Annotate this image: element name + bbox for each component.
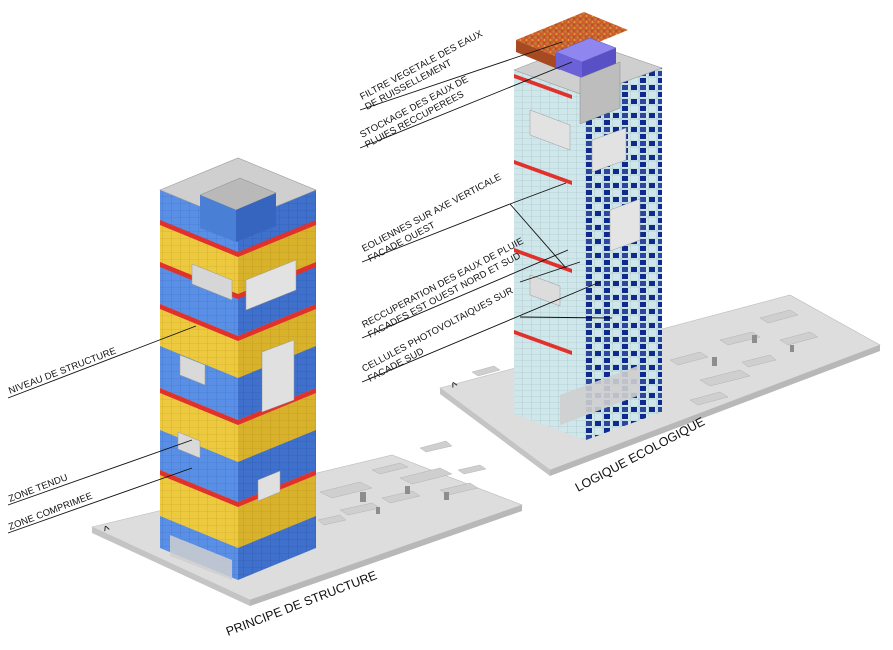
label-structure-level: NIVEAU DE STRUCTURE [7, 346, 118, 397]
north-arrow-structure: ^ [102, 523, 113, 538]
leader-wind-turbines [361, 203, 511, 263]
leader-rain-recovery-b [519, 261, 581, 283]
ecology-tower-group [439, 12, 881, 476]
structure-ground-edge [92, 527, 250, 606]
leader-wind-turbines-a [509, 182, 567, 205]
ecology-site-shadows [712, 335, 794, 366]
leader-wind-turbines-b [509, 203, 567, 269]
rain-storage-tank-right [582, 48, 616, 78]
leader-photovoltaic-b [519, 316, 613, 319]
label-wind-turbines-line1: EOLIENNES SUR AXE VERTICALE [360, 172, 503, 255]
ecology-ground-edge [440, 388, 550, 476]
ecology-ground-edge-right [550, 345, 880, 476]
ecology-voids [529, 109, 641, 425]
leader-structure-level [7, 325, 197, 399]
green-roof-filter [516, 12, 628, 58]
structure-tower-group [91, 157, 523, 606]
rain-storage-tank-left [556, 52, 582, 78]
structure-site-context [317, 440, 487, 526]
north-arrow-ecology: ^ [449, 379, 461, 394]
leader-green-filter [359, 41, 563, 111]
leader-tension-zone [7, 439, 193, 506]
structure-roof-core-side-right [236, 193, 276, 242]
structure-roof-core-side [200, 195, 236, 242]
label-tension-zone: ZONE TENDU [7, 472, 69, 505]
structure-site-shadows [360, 486, 449, 514]
structure-ground-edge-right [250, 505, 522, 606]
structure-voids [170, 259, 297, 580]
green-roof-side [516, 40, 560, 70]
leader-compression-zone [7, 467, 193, 534]
leader-rain-recovery [361, 249, 569, 339]
ecology-tower-left-face [514, 70, 586, 440]
ecology-site-context [471, 309, 819, 406]
leader-rain-storage [359, 61, 573, 149]
ecology-roof-core [579, 61, 621, 125]
leader-photovoltaic [361, 281, 601, 383]
label-green-filter-line1: FILTRE VEGETALE DES EAUX [358, 28, 485, 102]
